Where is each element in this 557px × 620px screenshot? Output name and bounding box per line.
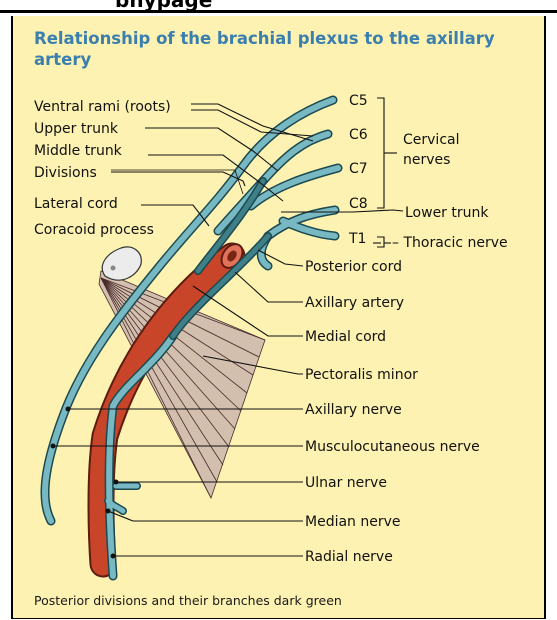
root-label-c6: C6 (349, 127, 368, 143)
label-lower-trunk: Lower trunk (405, 205, 489, 221)
label-medial-cord: Medial cord (305, 329, 386, 345)
label-upper-trunk: Upper trunk (34, 121, 119, 137)
label-pectoralis-minor: Pectoralis minor (305, 367, 418, 383)
cropped-header-text: bnypage (115, 0, 212, 10)
root-labels: C5 C6 C7 C8 T1 (348, 93, 368, 247)
label-radial-nerve: Radial nerve (305, 549, 393, 565)
root-label-c8: C8 (349, 196, 368, 212)
root-label-c7: C7 (349, 161, 368, 177)
left-labels: Ventral rami (roots) Upper trunk Middle … (34, 99, 171, 238)
label-musculocutaneous-nerve: Musculocutaneous nerve (305, 439, 480, 455)
label-median-nerve: Median nerve (305, 514, 401, 530)
label-posterior-cord: Posterior cord (305, 259, 402, 275)
root-label-t1: T1 (348, 231, 366, 247)
label-ventral-rami: Ventral rami (roots) (34, 99, 171, 115)
label-divisions: Divisions (34, 165, 97, 181)
cervical-nerves-label-line1: Cervical (403, 132, 460, 148)
label-middle-trunk: Middle trunk (34, 143, 123, 159)
label-axillary-artery: Axillary artery (305, 295, 404, 311)
right-labels: Lower trunk Posterior cord Axillary arte… (305, 205, 489, 565)
label-axillary-nerve: Axillary nerve (305, 402, 402, 418)
figure-caption: Posterior divisions and their branches d… (34, 593, 342, 608)
page-rule (0, 10, 557, 13)
label-coracoid-process: Coracoid process (34, 222, 154, 238)
cervical-nerves-label-line2: nerves (403, 152, 450, 168)
figure-panel: Relationship of the brachial plexus to t… (11, 16, 546, 619)
label-ulnar-nerve: Ulnar nerve (305, 475, 387, 491)
coracoid-process (102, 247, 141, 280)
root-brackets (377, 98, 397, 247)
brachial-plexus-diagram: C5 C6 C7 C8 T1 Cervical nerves – Thoraci… (13, 16, 544, 618)
page-header-fragment: bnypage (0, 0, 557, 10)
thoracic-nerve-label: – Thoracic nerve (392, 235, 508, 251)
label-lateral-cord: Lateral cord (34, 196, 118, 212)
root-label-c5: C5 (349, 93, 368, 109)
